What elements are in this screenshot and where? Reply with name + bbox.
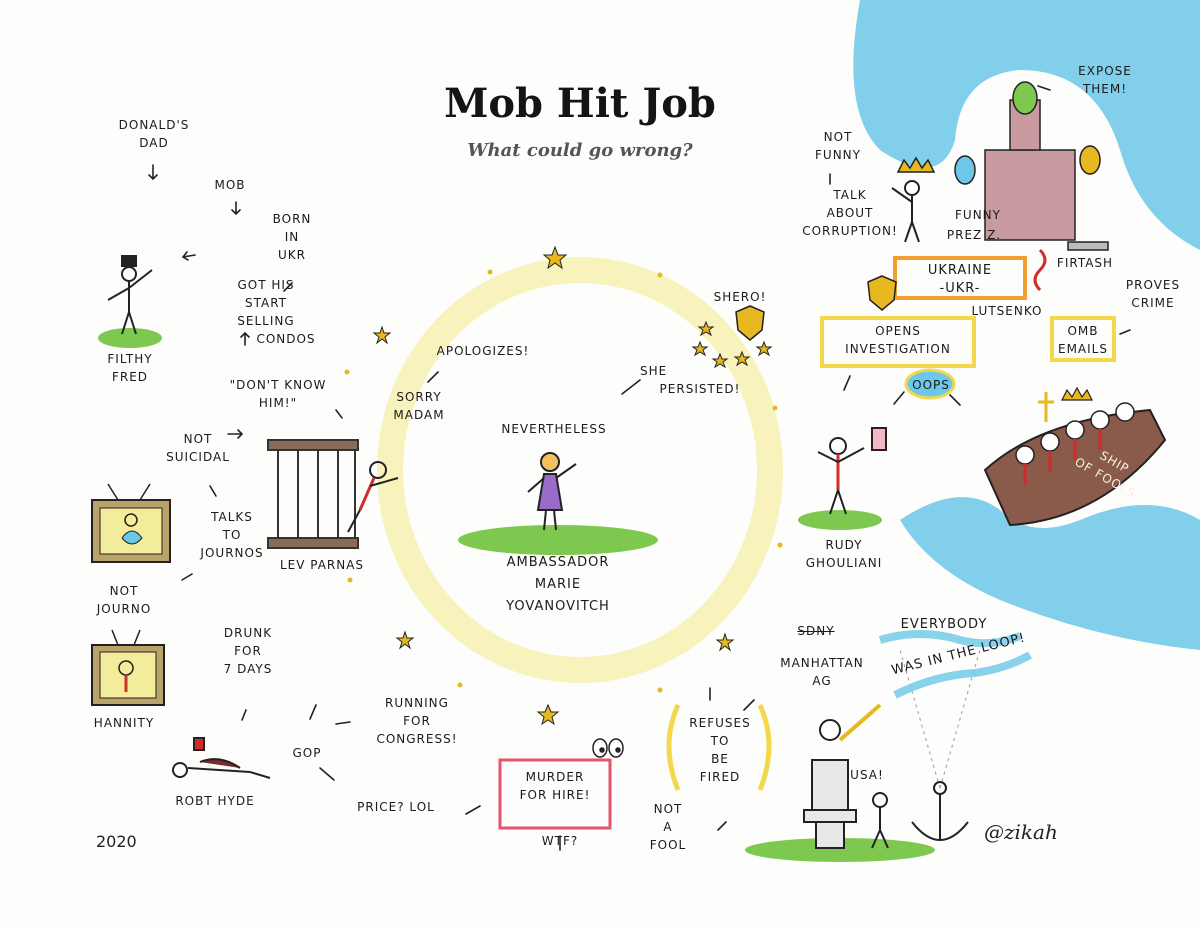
hyde-figure xyxy=(172,737,271,779)
badge-icon xyxy=(867,275,897,311)
wave-stroke xyxy=(893,651,1032,699)
eyes-icon xyxy=(592,738,624,758)
ship-passengers xyxy=(1015,402,1135,485)
ship-hull xyxy=(983,408,1167,527)
star-icon xyxy=(733,350,751,367)
big-wave xyxy=(853,0,1200,250)
grass-patch xyxy=(798,510,882,530)
page-subtitle: What could go wrong? xyxy=(467,140,693,161)
cross-icon xyxy=(1038,392,1054,422)
crown-icon xyxy=(1061,386,1093,401)
ambassador-figure xyxy=(527,452,577,531)
oops-bubble xyxy=(904,368,956,400)
refuses-bracket xyxy=(757,703,772,791)
lutsenko-label: LUTSENKO xyxy=(971,304,1043,318)
page-title: Mob Hit Job xyxy=(444,80,716,127)
nevertheless-label: NEVERTHELESS xyxy=(501,422,607,436)
lower-wave xyxy=(900,497,1200,650)
star-icon xyxy=(372,325,392,345)
jail-cell xyxy=(267,439,359,549)
star-icon xyxy=(395,630,415,650)
wave-stroke xyxy=(878,630,1022,648)
artist-signature: @zikah xyxy=(984,820,1058,844)
star-icon xyxy=(691,340,709,357)
price-lol-label: PRICE? LOL xyxy=(357,800,435,814)
halo-dots xyxy=(344,269,783,693)
ukraine-label: UKRAINE-UKR- xyxy=(927,263,993,296)
star-icon xyxy=(711,352,729,369)
tv-frame-2 xyxy=(91,629,165,706)
hannity-label: HANNITY xyxy=(93,716,155,730)
rudy-figure xyxy=(817,427,887,515)
grass-patch xyxy=(458,525,658,555)
tv-frame-1 xyxy=(91,483,171,563)
firtash-label: FIRTASH xyxy=(1056,256,1114,270)
investigation-box xyxy=(820,316,976,368)
palace-drawing xyxy=(954,81,1109,251)
murder-box xyxy=(498,758,612,830)
connector-arrows xyxy=(148,85,1131,851)
star-icon xyxy=(542,245,568,270)
fred-figure xyxy=(107,255,153,335)
star-icons xyxy=(372,245,735,726)
wtf-label: WTF? xyxy=(541,834,579,848)
year-label: 2020 xyxy=(96,832,137,851)
refuses-bracket xyxy=(666,703,681,791)
grass-patch xyxy=(745,838,935,862)
star-icon xyxy=(755,340,773,357)
everybody-label: EVERYBODY xyxy=(900,617,988,632)
usa-figure xyxy=(871,792,889,849)
parnas-figure xyxy=(347,461,399,533)
ukraine-box xyxy=(893,256,1027,300)
gop-label: GOP xyxy=(292,746,322,760)
halo-ring xyxy=(377,257,783,683)
usa-label: USA! xyxy=(850,768,884,782)
zelensky-figure xyxy=(891,180,920,243)
omb-box xyxy=(1050,316,1116,362)
lev-parnas-label: LEV PARNAS xyxy=(279,558,365,572)
shero-label: SHERO! xyxy=(713,290,767,304)
robt-hyde-label: ROBT HYDE xyxy=(175,794,255,808)
crown-icon xyxy=(896,156,936,173)
funny-label: FUNNY xyxy=(955,208,1001,222)
shero-badge xyxy=(691,305,773,369)
justice-statue xyxy=(803,703,882,849)
sdny-label: SDNY xyxy=(797,624,835,638)
grass-patch xyxy=(98,328,162,348)
apologizes-label: APOLOGIZES! xyxy=(436,344,530,358)
star-icon xyxy=(697,320,715,337)
oops-label: OOPS xyxy=(912,378,950,392)
star-icon xyxy=(536,703,560,726)
prez-z-label: PREZ Z. xyxy=(946,228,1002,242)
mob-label: MOB xyxy=(214,178,246,192)
squiggle-icon xyxy=(1033,248,1047,292)
star-icon xyxy=(715,632,735,652)
